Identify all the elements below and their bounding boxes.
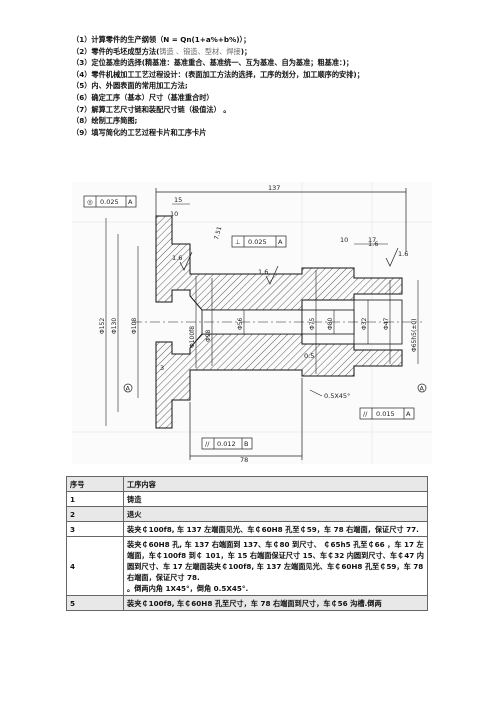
- dim-15-label: 15: [174, 196, 182, 204]
- dia-75-label: Φ75: [309, 317, 316, 330]
- header-content: 工序内容: [123, 476, 428, 492]
- dim-10b-label: 10: [340, 236, 348, 244]
- dim-137-label: 137: [268, 184, 280, 192]
- list-item-hint: 铸造 、锻造、型材、焊接: [159, 46, 241, 56]
- table-row: 2 退火: [66, 506, 428, 522]
- table-row: 3 装夹￠100f8, 车 137 左端面见光、车￠60H8 孔至￠59，车 7…: [66, 521, 428, 537]
- left-3-label: 3: [160, 364, 164, 372]
- list-item: （3）定位基准的选择(精基准：基准重合、基准统一、互为基准、自为基准；粗基准：)…: [72, 58, 354, 68]
- list-item: （9）填写简化的工艺过程卡片和工序卡片: [72, 127, 207, 137]
- list-item: （4）零件机械加工工艺过程设计：(表面加工方法的选择，工序的划分，加工顺序的安排…: [72, 69, 364, 79]
- svg-text:0.025: 0.025: [100, 198, 119, 206]
- svg-text:⊥: ⊥: [235, 238, 241, 246]
- chamfer-05-label: 0.5: [304, 352, 314, 360]
- roughness-label-3: 1.6: [258, 268, 268, 276]
- requirement-list: （1）计算零件的生产纲领（N = Qn(1+a%+b%)）； （2）零件的毛坯成…: [72, 34, 432, 138]
- list-item: （2）零件的毛坯成型方法(铸造 、锻造、型材、焊接)；: [72, 46, 252, 56]
- table-row: 4 装夹￠60H8 孔, 车 137 右端面到 137、车￠80 到尺寸、 ￠6…: [66, 536, 428, 596]
- dia-98-label: Φ98: [205, 329, 212, 342]
- process-table: 序号 工序内容 1 铸造 2 退火 3 装夹￠100f8, 车 137 左端面见…: [66, 476, 428, 611]
- datum-a-label-right: A: [420, 385, 425, 393]
- list-item: （6）确定工序（基本）尺寸（基准重合时）: [72, 92, 214, 102]
- tolerance-frame-2: ⊥ 0.025 A: [231, 235, 287, 248]
- part-drawing: 137 15 10 17 10 ◎ 0.025 A ⊥ 0.025 A: [72, 182, 432, 464]
- diameter-lines: [105, 218, 419, 426]
- svg-text://: //: [363, 410, 368, 418]
- dia-108-label: Φ108: [131, 318, 138, 334]
- list-item: （7）解算工艺尺寸链和装配尺寸链（极值法） 。: [72, 104, 231, 114]
- dia-32-label: Φ32: [361, 317, 368, 330]
- dia-65-label: Φ65h5(±0): [411, 318, 418, 352]
- table-row: 1 铸造: [66, 491, 428, 507]
- dim-10-label: 10: [170, 210, 178, 218]
- table-header-row: 序号 工序内容: [66, 476, 428, 492]
- tolerance-frame-1: ◎ 0.025 A: [83, 195, 137, 208]
- svg-text://: //: [205, 440, 210, 448]
- dia-152-label: Φ152: [99, 318, 106, 334]
- part-drawing-svg: 137 15 10 17 10 ◎ 0.025 A ⊥ 0.025 A: [72, 182, 432, 464]
- dia-130-label: Φ130: [111, 318, 118, 334]
- svg-text:0.025: 0.025: [248, 238, 267, 246]
- table-row: 5 装夹￠100f8, 车￠60H8 孔至尺寸，车 78 右端面到尺寸，车￠56…: [66, 595, 428, 611]
- svg-text:A: A: [406, 410, 411, 418]
- datum-a-label: A: [126, 385, 131, 393]
- dim-78: [189, 378, 303, 460]
- datum-marker-right: [417, 383, 427, 393]
- tolerance-frame-4: // 0.012 B: [201, 437, 253, 450]
- dia-56-label: Φ56: [237, 317, 244, 330]
- header-seq: 序号: [66, 476, 124, 492]
- list-item: （5）内、外圆表面的常用加工方法;: [72, 81, 188, 91]
- part-section-upper: [155, 215, 403, 311]
- dim-17-label: 17: [368, 236, 376, 244]
- roughness-label-1: 1.6: [172, 254, 182, 262]
- chamfer-bottom-label: 0.5X45°: [324, 392, 350, 400]
- datum-marker: [123, 383, 133, 393]
- svg-text:◎: ◎: [87, 198, 93, 206]
- svg-text:0.012: 0.012: [217, 440, 236, 448]
- dia-100-label: Φ100f8: [189, 326, 196, 348]
- dia-80-label: Φ80: [327, 317, 334, 330]
- svg-text:0.015: 0.015: [376, 410, 395, 418]
- roughness-marks: [179, 247, 399, 285]
- roughness-label-4: 1.6: [368, 240, 378, 248]
- svg-text:A: A: [278, 238, 283, 246]
- list-item: （1）计算零件的生产纲领（N = Qn(1+a%+b%)）；: [72, 35, 251, 44]
- part-section-lower: [155, 333, 403, 429]
- dia-47-label: Φ47: [383, 317, 390, 330]
- svg-text:A: A: [128, 198, 133, 206]
- tolerance-frame-3: // 0.015 A: [359, 407, 415, 420]
- dim-78-label: 78: [240, 456, 248, 464]
- chamfer-label: 7.51: [213, 226, 223, 241]
- list-item: （8）绘制工序简图;: [72, 116, 138, 126]
- roughness-label-2: 1.6: [398, 250, 408, 258]
- svg-text:B: B: [244, 440, 248, 448]
